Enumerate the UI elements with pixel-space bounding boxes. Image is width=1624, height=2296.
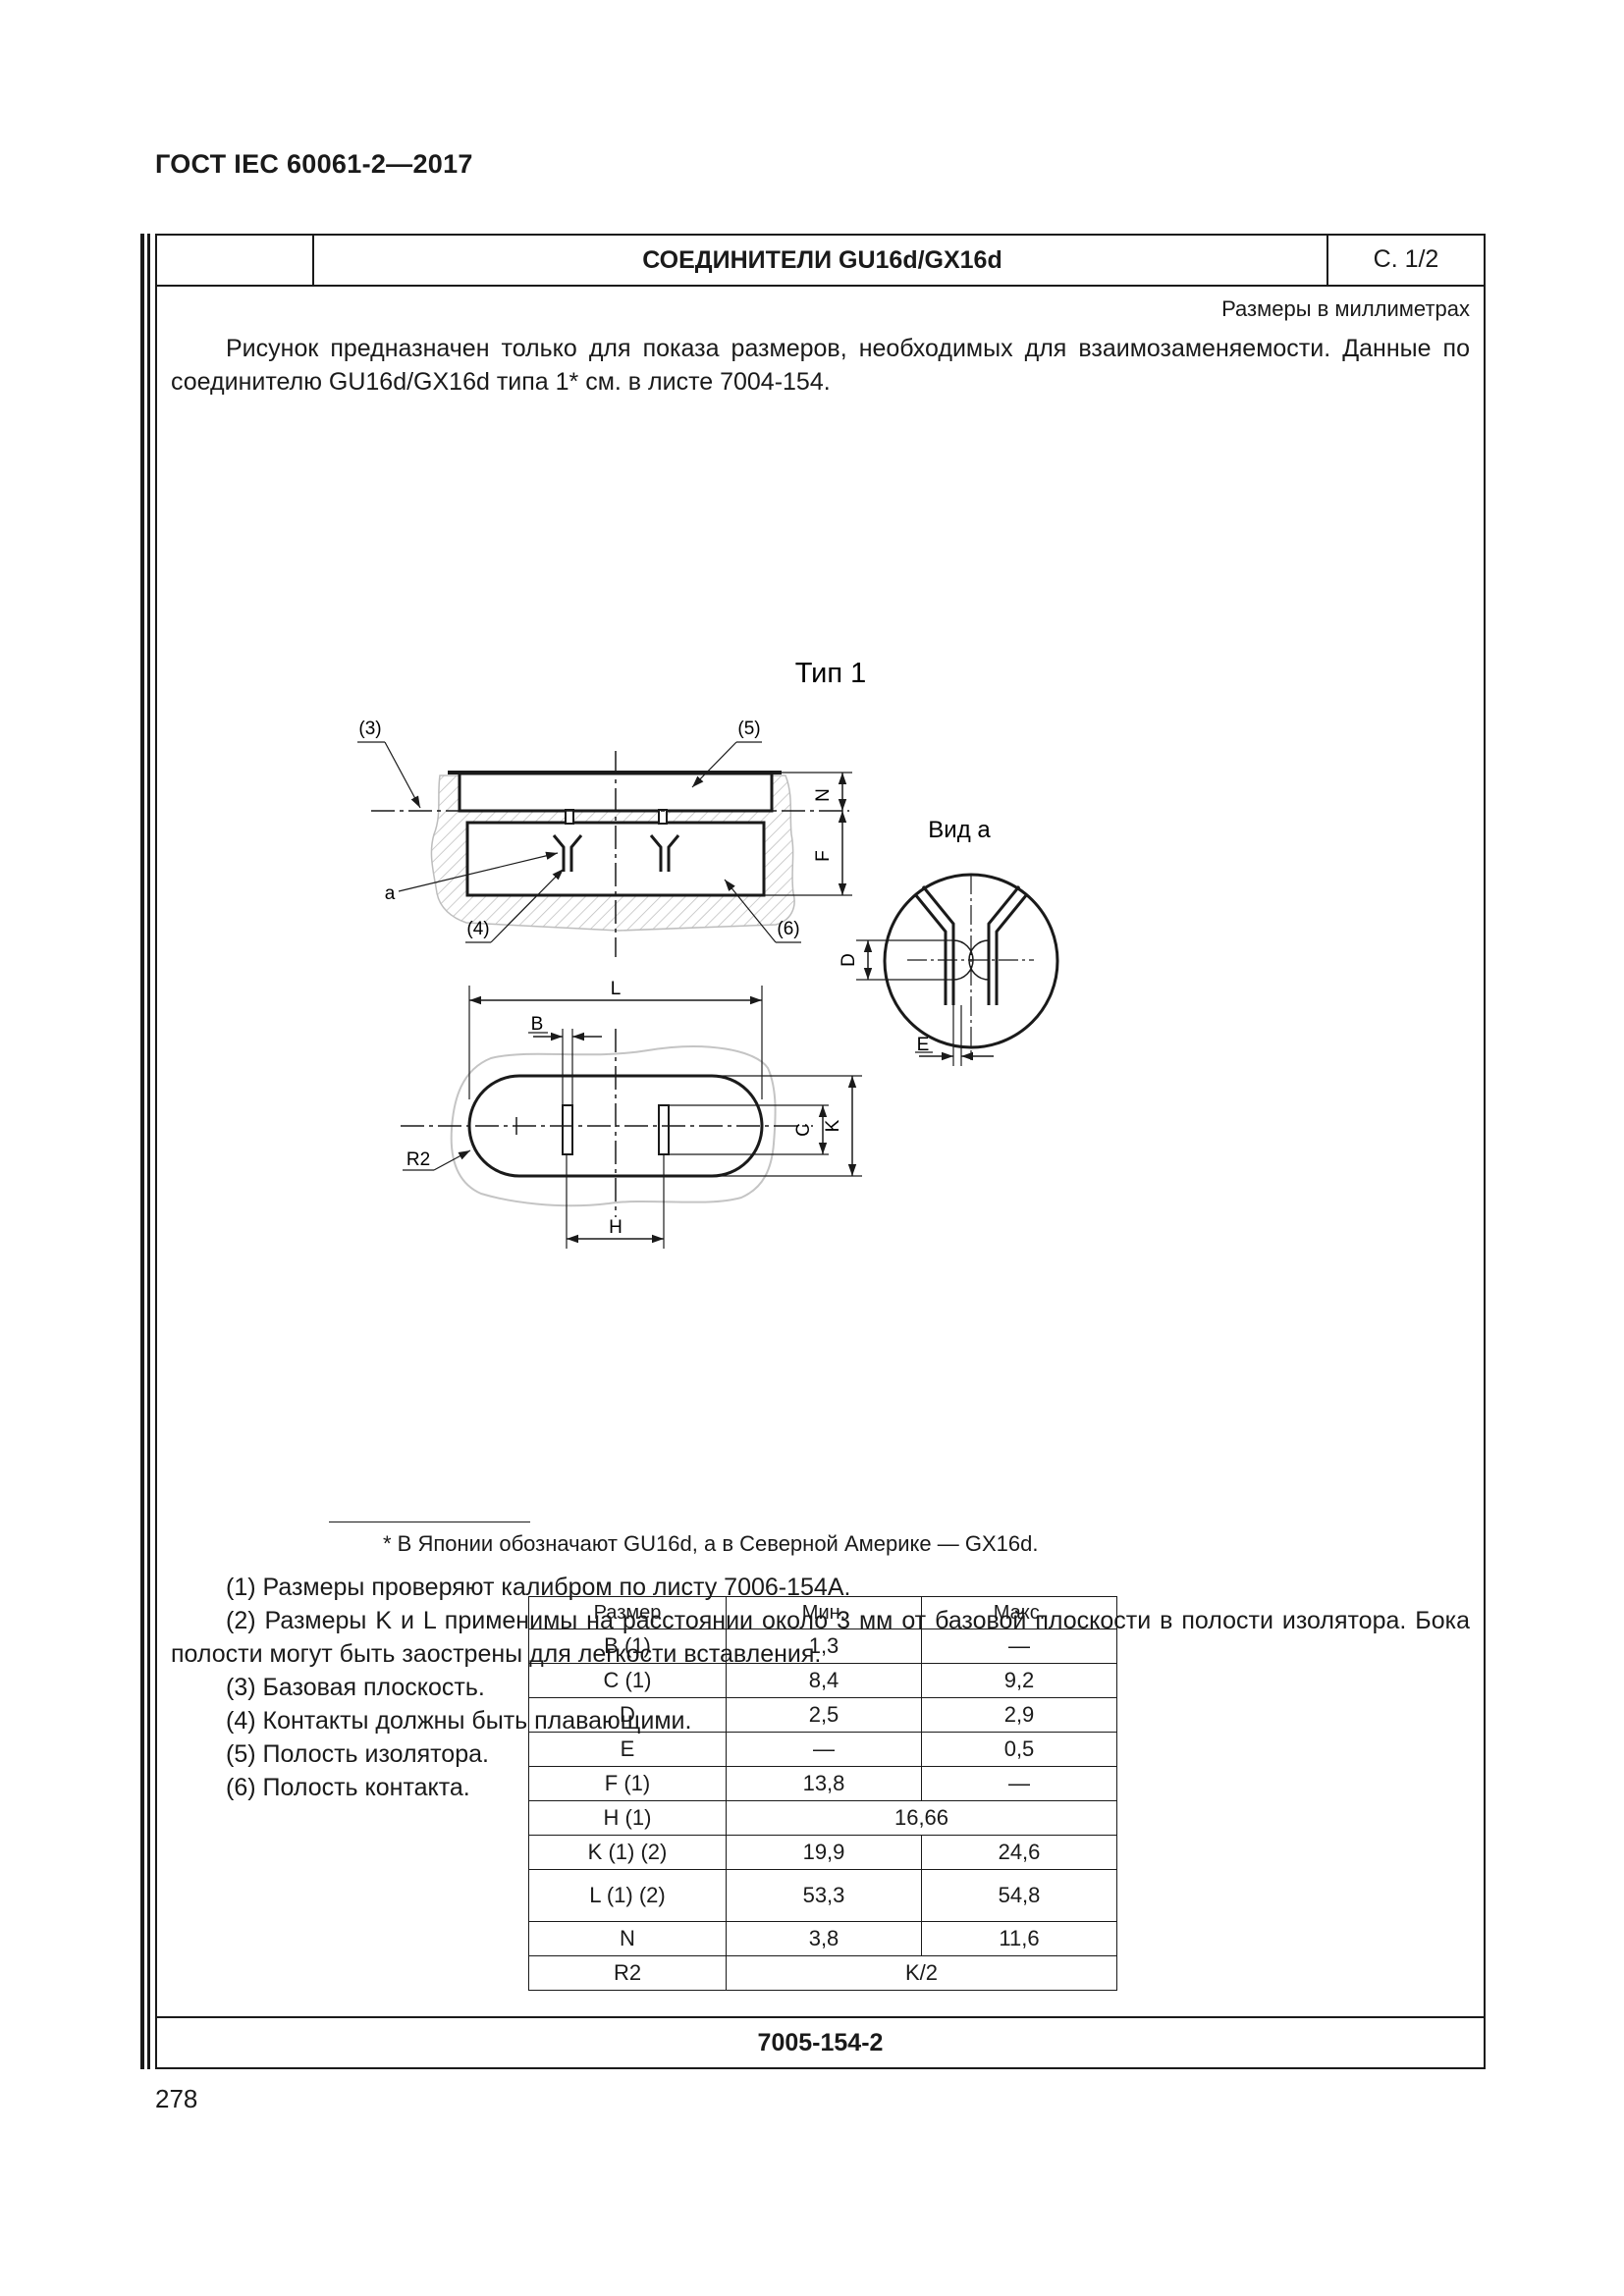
callout-5: (5) [737, 719, 760, 739]
units-note: Размеры в миллиметрах [1221, 296, 1470, 321]
table-cell: 2,9 [921, 1697, 1117, 1733]
table-cell: D [528, 1697, 727, 1733]
dim-f-label: F [813, 850, 834, 862]
sheet-frame: СОЕДИНИТЕЛИ GU16d/GX16d С. 1/2 Размеры в… [155, 234, 1486, 2069]
column-header: Мин. [726, 1596, 922, 1629]
table-cell: 2,5 [726, 1697, 922, 1733]
table-cell: E [528, 1732, 727, 1767]
table-cell: — [726, 1732, 922, 1767]
type-label: Тип 1 [795, 658, 867, 689]
intro-text: Рисунок предназначен только для показа р… [171, 332, 1470, 399]
binding-bar [147, 234, 150, 2069]
table-cell: 0,5 [921, 1732, 1117, 1767]
table-cell: 1,3 [726, 1629, 922, 1664]
table-cell: 16,66 [726, 1800, 1117, 1836]
table-row: F (1)13,8— [528, 1766, 1117, 1801]
table-cell: 11,6 [921, 1921, 1117, 1956]
contact-pin-right [658, 809, 668, 825]
intro-paragraph: Рисунок предназначен только для показа р… [171, 335, 1470, 396]
title-cell-empty [157, 236, 314, 285]
contact-fork-right [649, 834, 680, 872]
callout-3: (3) [358, 719, 381, 739]
dim-e-label: E [917, 1035, 930, 1055]
table-header-row: Размер Мин. Макс. [528, 1596, 1117, 1629]
sheet-title: СОЕДИНИТЕЛИ GU16d/GX16d [642, 246, 1002, 274]
contact-fork-left [552, 834, 583, 872]
table-cell: 8,4 [726, 1663, 922, 1698]
callout-6: (6) [777, 919, 799, 939]
slot-contact-right [658, 1104, 670, 1155]
column-header: Макс. [921, 1596, 1117, 1629]
callout-a: a [385, 883, 396, 904]
table-cell: K (1) (2) [528, 1835, 727, 1870]
view-a-contact-left [913, 885, 955, 1005]
dim-r2-label: R2 [406, 1149, 430, 1170]
dim-b-label: B [531, 1014, 544, 1035]
sheet-number: 7005-154-2 [157, 2016, 1484, 2067]
table-cell: 53,3 [726, 1869, 922, 1922]
table-row: E—0,5 [528, 1732, 1117, 1767]
table-cell: H (1) [528, 1800, 727, 1836]
dim-d-label: D [839, 953, 859, 967]
note-6: (6) Полость контакта. [226, 1774, 470, 1801]
footnote: * В Японии обозначают GU16d, а в Северно… [383, 1531, 1039, 1556]
table-cell: — [921, 1766, 1117, 1801]
view-a-contact-right [987, 885, 1029, 1005]
table-cell: — [921, 1629, 1117, 1664]
table-cell: 3,8 [726, 1921, 922, 1956]
table-cell: B (1) [528, 1629, 727, 1664]
note-3: (3) Базовая плоскость. [226, 1674, 485, 1701]
table-cell: 24,6 [921, 1835, 1117, 1870]
table-row: H (1)16,66 [528, 1800, 1117, 1836]
table-cell: F (1) [528, 1766, 727, 1801]
slot-contact-left [562, 1104, 573, 1155]
technical-drawing: Тип 1 N F (3) (5) a (4) (6) Вид а [357, 658, 1059, 1249]
table-cell: 13,8 [726, 1766, 922, 1801]
table-cell: C (1) [528, 1663, 727, 1698]
title-row: СОЕДИНИТЕЛИ GU16d/GX16d С. 1/2 [157, 236, 1484, 287]
binding-bar [140, 234, 144, 2069]
dim-n-label: N [813, 788, 834, 802]
contact-pin-left [565, 809, 574, 825]
table-cell: 9,2 [921, 1663, 1117, 1698]
table-cell: N [528, 1921, 727, 1956]
sheet-label: С. 1/2 [1326, 236, 1484, 285]
note-5: (5) Полость изолятора. [226, 1740, 489, 1768]
table-cell: L (1) (2) [528, 1869, 727, 1922]
table-cell: R2 [528, 1955, 727, 1991]
dim-l-label: L [611, 979, 622, 999]
table-row: B (1)1,3— [528, 1629, 1117, 1664]
dim-c-label: C [793, 1123, 814, 1137]
cavity-outline-gray [450, 1045, 777, 1207]
page-number: 278 [155, 2084, 198, 2113]
table-cell: K/2 [726, 1955, 1117, 1991]
dim-k-label: K [823, 1119, 843, 1132]
dim-h-label: H [609, 1217, 623, 1238]
column-header: Размер [528, 1596, 727, 1629]
table-cell: 19,9 [726, 1835, 922, 1870]
table-cell: 54,8 [921, 1869, 1117, 1922]
document-header: ГОСТ IEC 60061-2—2017 [155, 149, 473, 179]
callout-4: (4) [466, 919, 489, 939]
view-label: Вид а [928, 817, 991, 843]
